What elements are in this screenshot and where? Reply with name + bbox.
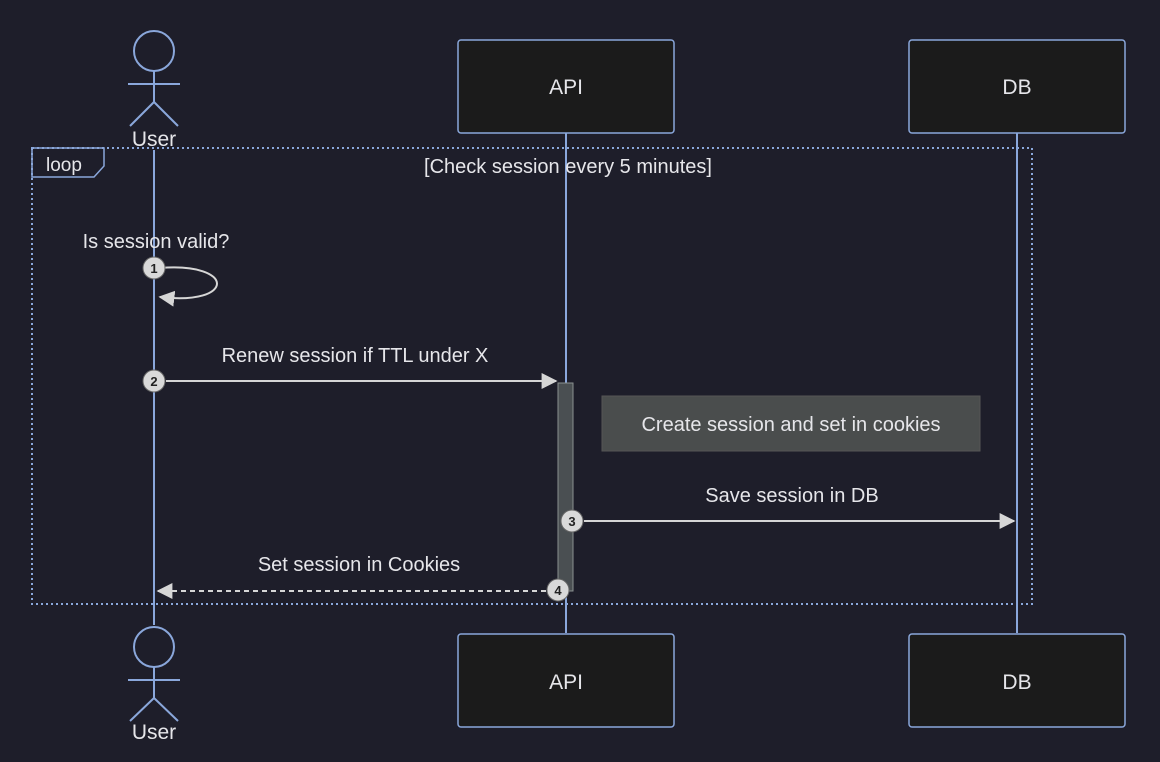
message-3-label: Save session in DB xyxy=(705,485,878,507)
actor-user-top-label: User xyxy=(132,128,176,151)
actor-user-top: User xyxy=(128,30,180,151)
api-activation-bar xyxy=(557,382,574,592)
message-1-number-badge xyxy=(142,256,166,280)
message-1: Is session valid? 1 xyxy=(83,231,230,307)
participant-db-top: DB xyxy=(908,39,1126,134)
message-1-label: Is session valid? xyxy=(83,231,230,253)
loop-frame: loop [Check session every 5 minutes] xyxy=(31,147,1033,605)
actor-user-bottom-label: User xyxy=(132,721,176,744)
message-2-number: 2 xyxy=(150,374,157,389)
loop-keyword: loop xyxy=(46,155,82,176)
participant-db-bottom: DB xyxy=(908,633,1126,728)
message-3-number: 3 xyxy=(568,514,575,529)
message-4-number: 4 xyxy=(554,583,562,598)
loop-condition: [Check session every 5 minutes] xyxy=(424,156,712,178)
message-4: Set session in Cookies 4 xyxy=(156,554,570,602)
participant-api-top-label: API xyxy=(549,76,583,99)
participant-db-bottom-label: DB xyxy=(1002,671,1031,694)
message-4-number-badge xyxy=(546,578,570,602)
message-1-number: 1 xyxy=(150,261,157,276)
message-1-self-arrow xyxy=(158,266,218,307)
user-actor-icon xyxy=(128,626,180,722)
note-text: Create session and set in cookies xyxy=(641,414,940,436)
message-2: Renew session if TTL under X 2 xyxy=(142,345,558,393)
loop-label-tab xyxy=(31,147,105,178)
user-actor-icon xyxy=(128,30,180,127)
message-3: Save session in DB 3 xyxy=(560,485,1016,533)
message-4-label: Set session in Cookies xyxy=(258,554,460,576)
actor-user-bottom: User xyxy=(128,626,180,744)
note: Create session and set in cookies xyxy=(601,395,981,452)
participant-db-top-label: DB xyxy=(1002,76,1031,99)
participant-api-bottom: API xyxy=(457,633,675,728)
message-2-number-badge xyxy=(142,369,166,393)
participant-api-bottom-label: API xyxy=(549,671,583,694)
message-2-label: Renew session if TTL under X xyxy=(222,345,489,367)
participant-api-top: API xyxy=(457,39,675,134)
message-3-number-badge xyxy=(560,509,584,533)
